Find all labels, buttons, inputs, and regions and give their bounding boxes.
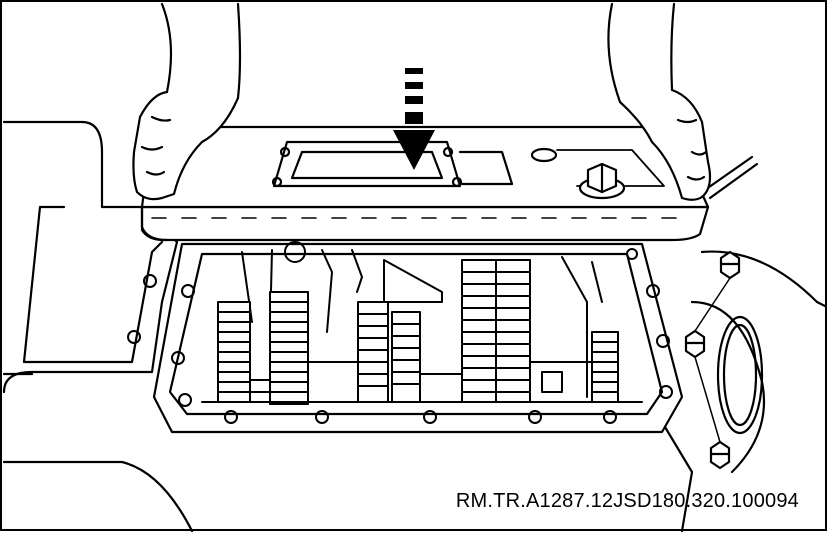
gear-train — [201, 241, 643, 405]
gear-icon — [357, 301, 421, 403]
hex-nut-icon — [709, 440, 731, 470]
bearing-seal — [716, 315, 764, 435]
reference-code: RM.TR.A1287.12JSD180.320.100094 — [455, 490, 799, 512]
pin-stud — [530, 147, 558, 163]
nut-leader-lines — [694, 277, 731, 443]
down-arrow-icon — [393, 68, 435, 170]
gear-icon — [217, 301, 251, 403]
cover-plate — [140, 125, 710, 242]
gear-icon — [461, 259, 531, 403]
hex-bolt-icon — [578, 162, 626, 200]
gear-icon — [269, 291, 309, 405]
right-housing — [660, 155, 827, 533]
hand-icon — [132, 2, 242, 201]
hex-nut-icon — [719, 250, 741, 280]
gear-icon — [591, 331, 619, 403]
flange-bolt-holes — [127, 248, 673, 424]
hand-icon — [607, 2, 712, 201]
hex-nut-icon — [684, 329, 706, 359]
